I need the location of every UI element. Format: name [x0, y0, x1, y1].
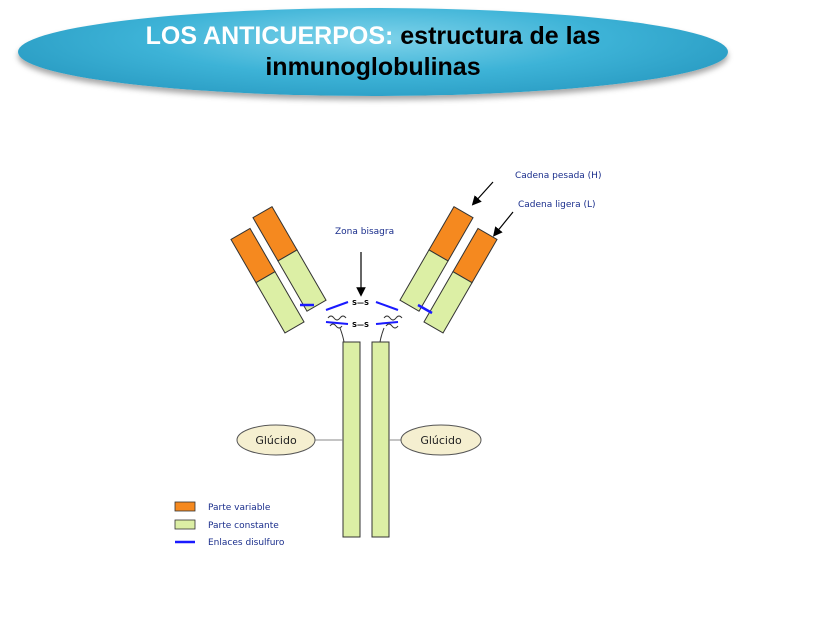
legend-label-constant: Parte constante	[208, 521, 279, 531]
legend-label-disulfide: Enlaces disulfuro	[208, 538, 285, 548]
left-heavy-constant	[277, 249, 327, 312]
page-title: LOS ANTICUERPOS: estructura de las inmun…	[143, 21, 603, 83]
right-heavy-chain	[399, 205, 474, 312]
hinge-label: Zona bisagra	[335, 227, 394, 237]
title-rest: estructura de las inmunoglobulinas	[265, 22, 601, 81]
legend: Parte variable Parte constante Enlaces d…	[174, 501, 285, 548]
title-banner: LOS ANTICUERPOS: estructura de las inmun…	[18, 8, 728, 96]
light-chain-label: Cadena ligera (L)	[518, 200, 596, 210]
hinge-connectors	[339, 327, 385, 343]
right-glucid-label: Glúcido	[420, 434, 462, 447]
light-chain-arrow	[492, 211, 514, 237]
heavy-chain-arrow	[471, 181, 494, 206]
right-light-chain	[423, 227, 498, 334]
hinge-bond-left-top	[325, 301, 349, 311]
disulfide-label-bottom: S—S	[352, 321, 369, 329]
legend-swatch-constant	[174, 519, 196, 530]
left-heavy-chain	[252, 205, 327, 312]
hinge-bond-right-bottom	[375, 321, 399, 325]
left-light-chain	[230, 227, 305, 334]
left-glucid-label: Glúcido	[255, 434, 297, 447]
legend-swatch-variable	[174, 501, 196, 512]
right-light-constant	[423, 271, 473, 334]
left-hinge-coil	[327, 315, 347, 329]
right-hinge-coil	[383, 315, 403, 329]
title-highlight: LOS ANTICUERPOS:	[145, 22, 394, 50]
right-glucid	[400, 424, 482, 456]
left-stem-constant	[342, 341, 361, 538]
hinge-bond-left-bottom	[325, 321, 349, 325]
legend-label-variable: Parte variable	[208, 503, 271, 513]
right-stem-constant	[371, 341, 390, 538]
heavy-chain-label: Cadena pesada (H)	[515, 171, 601, 181]
left-glucid	[236, 424, 316, 456]
hinge-bond-right-top	[375, 301, 399, 311]
right-heavy-constant	[399, 249, 449, 312]
right-arm-disulfide-bond	[417, 303, 433, 315]
disulfide-label-top: S—S	[352, 299, 369, 307]
left-light-constant	[255, 271, 305, 334]
